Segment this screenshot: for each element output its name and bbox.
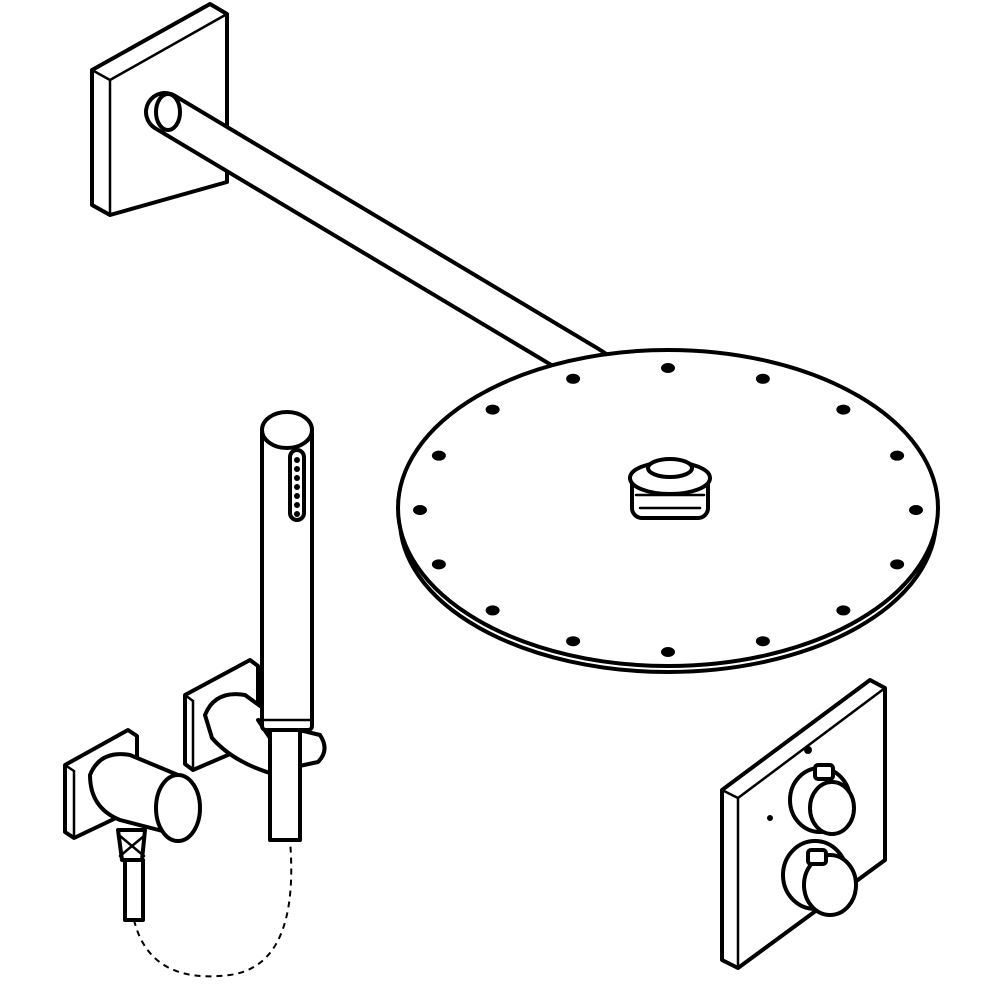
nozzle-dot [836,404,851,415]
nozzle-dot [755,636,770,647]
spray-face-nozzles [294,457,300,517]
thermostat-trim-plate [720,678,887,970]
nozzle-dot [836,605,851,616]
nozzle-dot [485,404,500,415]
shower-hose [133,839,293,978]
nozzle-dot [485,605,500,616]
flow-control-knob[interactable] [788,763,856,836]
nozzle-dot [413,505,427,515]
nozzle-dot [661,363,675,373]
nozzle-dot [909,505,923,515]
nozzle-dot [566,373,581,384]
nozzle-dot [431,559,446,570]
hand-shower-nozzle [294,502,300,508]
hand-shower-nozzle [294,466,300,472]
hand-shower [260,410,314,842]
nozzle-dot [890,450,905,461]
nozzle-dot [890,559,905,570]
nozzle-dot [566,636,581,647]
nozzle-dot [755,373,770,384]
indicator-mark [804,746,812,754]
hand-shower-nozzle [294,493,300,499]
temperature-control-knob[interactable] [781,839,858,917]
hand-shower-nozzle [294,475,300,481]
hand-shower-nozzle [294,484,300,490]
nozzle-dots [413,363,923,657]
nozzle-dot [431,450,446,461]
overhead-shower-head [396,348,940,674]
hand-shower-nozzle [294,511,300,517]
indicator-mark [767,815,773,821]
nozzle-dot [661,647,675,657]
arm-connector-nut [628,457,712,520]
hand-shower-nozzle [294,457,300,463]
wall-outlet-elbow [63,728,202,922]
